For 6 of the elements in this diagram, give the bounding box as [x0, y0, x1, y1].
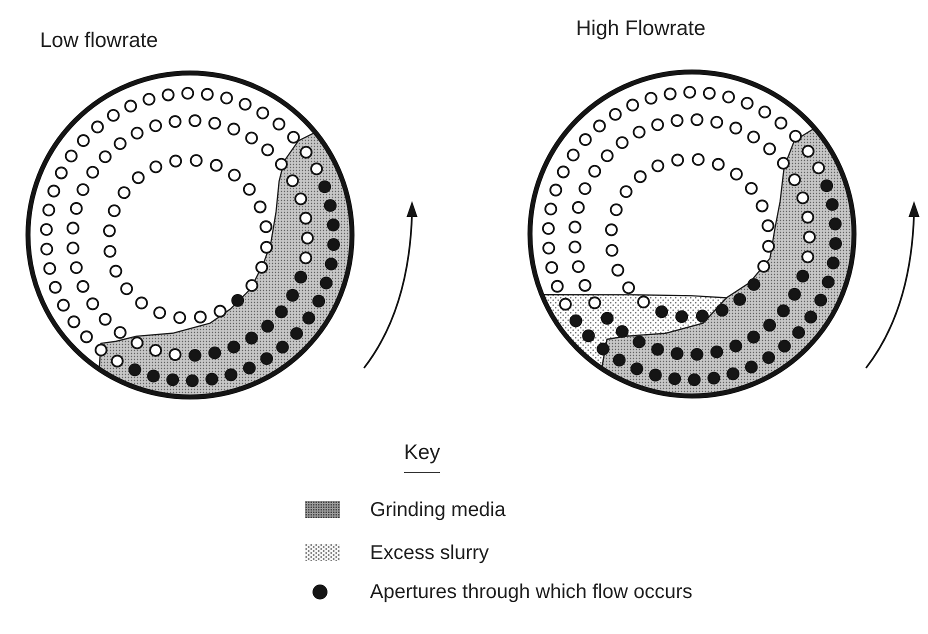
legend-title: Key — [404, 440, 440, 473]
legend-label: Excess slurry — [370, 541, 489, 565]
legend-label: Apertures through which flow occurs — [370, 580, 692, 604]
legend-label: Grinding media — [370, 498, 506, 522]
panel-heading: Low flowrate — [40, 28, 158, 54]
panel-heading: High Flowrate — [576, 16, 706, 42]
